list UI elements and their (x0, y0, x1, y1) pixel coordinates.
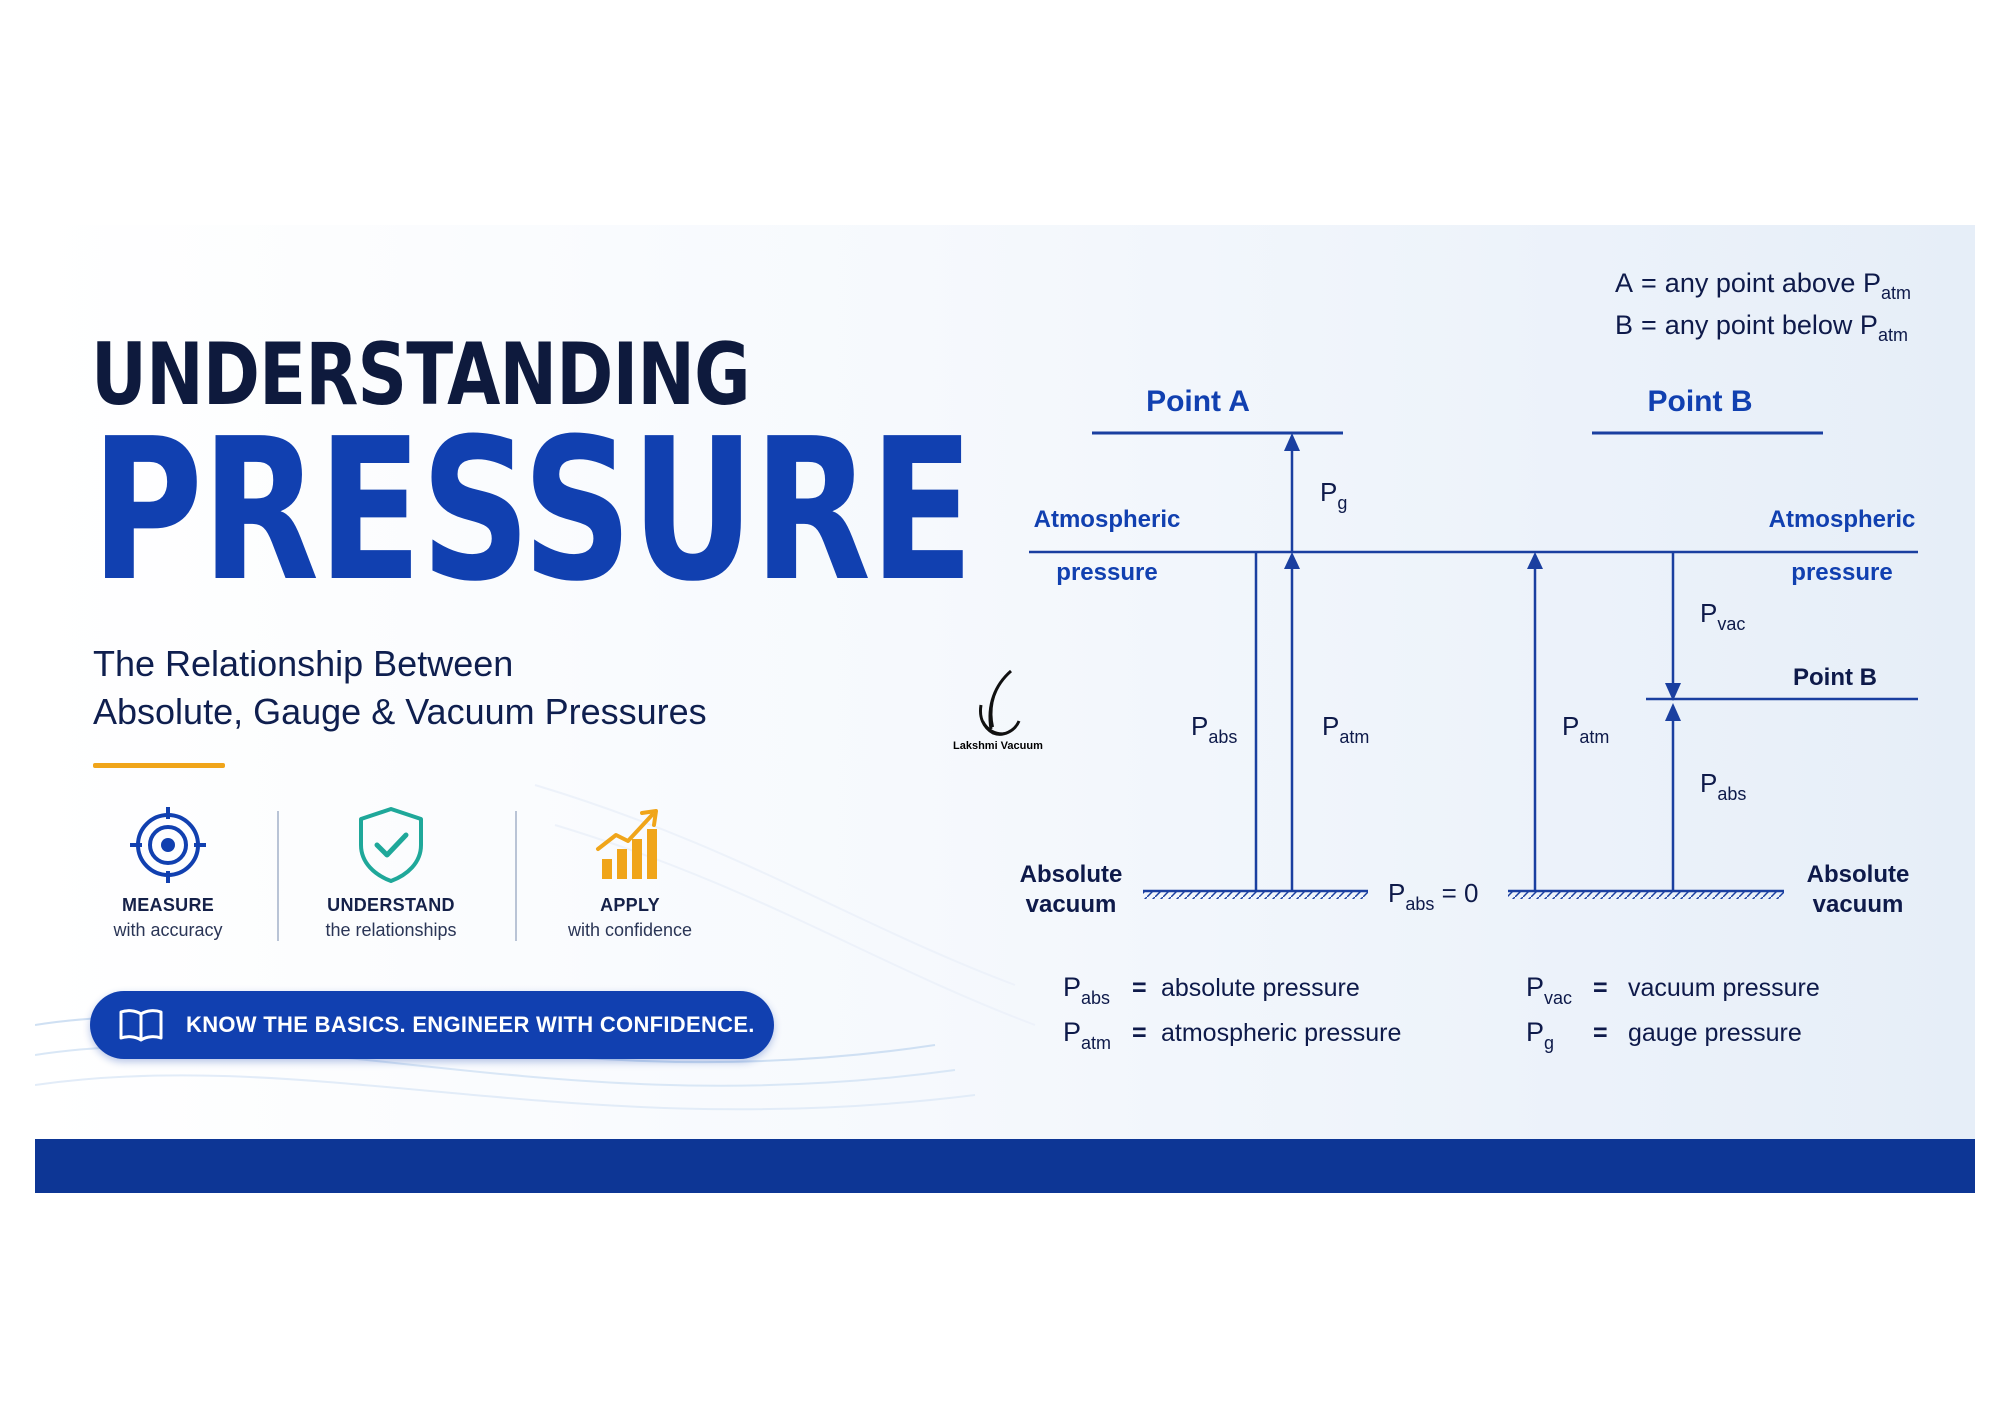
patm-left-label: Patm (1322, 711, 1369, 747)
abs-vac-left-line1: Absolute (1020, 861, 1123, 888)
atm-left-line2: pressure (1056, 559, 1157, 586)
legend-b: B=any point below Patm (1615, 310, 1908, 345)
atm-left-line1: Atmospheric (1034, 506, 1181, 533)
pg-label: Pg (1320, 477, 1347, 513)
cta-label: KNOW THE BASICS. ENGINEER WITH CONFIDENC… (186, 1012, 755, 1037)
pg-arrowhead (1284, 433, 1300, 451)
pvac-arrowhead (1665, 683, 1681, 701)
atm-right-line2: pressure (1791, 559, 1892, 586)
pabs-right-arrowhead (1665, 703, 1681, 721)
title-understanding: UNDERSTANDING (91, 325, 751, 425)
pressure-diagram: A=any point above Patm B=any point below… (1020, 268, 1918, 1053)
pabs-zero-label: Pabs = 0 (1388, 878, 1478, 914)
logo-text: Lakshmi Vacuum (953, 740, 1043, 752)
feature-title: APPLY (600, 895, 660, 915)
pabs-left-label: Pabs (1191, 711, 1237, 747)
bottom-bar (35, 1139, 1975, 1193)
pabs-right-label: Pabs (1700, 768, 1746, 804)
patm-right-label: Patm (1562, 711, 1609, 747)
abs-vacuum-hatch-right (1508, 891, 1784, 899)
def-pabs: Pabs=absolute pressure (1063, 972, 1360, 1008)
title-pressure: PRESSURE (91, 397, 974, 625)
feature-apply: APPLY with confidence (530, 805, 730, 941)
patm-left-arrowhead (1284, 552, 1300, 569)
banner: UNDERSTANDING PRESSURE The Relationship … (35, 225, 1975, 1193)
feature-title: UNDERSTAND (327, 895, 455, 915)
feature-subtitle: with accuracy (113, 920, 223, 940)
accent-rule (93, 763, 225, 768)
pvac-label: Pvac (1700, 598, 1745, 634)
open-book-icon (119, 1009, 163, 1042)
patm-right-arrowhead (1527, 552, 1543, 569)
divider (277, 811, 279, 941)
def-pg: Pg=gauge pressure (1526, 1017, 1802, 1053)
point-b-side-label: Point B (1793, 664, 1877, 691)
abs-vac-left-line2: vacuum (1026, 891, 1117, 918)
feature-understand: UNDERSTAND the relationships (291, 805, 491, 941)
atm-right-line1: Atmospheric (1769, 506, 1916, 533)
feature-title: MEASURE (121, 895, 215, 915)
subtitle-line-2: Absolute, Gauge & Vacuum Pressures (93, 691, 707, 732)
point-b-label: Point B (1648, 385, 1753, 418)
divider (515, 811, 517, 941)
def-patm: Patm=atmospheric pressure (1063, 1017, 1401, 1053)
abs-vac-right-line2: vacuum (1813, 891, 1904, 918)
bar-growth-icon (596, 809, 658, 879)
feature-measure: MEASURE with accuracy (68, 805, 268, 941)
legend-a: A=any point above Patm (1615, 268, 1911, 303)
subtitle-line-1: The Relationship Between (93, 643, 514, 684)
feature-subtitle: the relationships (325, 920, 457, 940)
shield-check-icon (359, 807, 423, 883)
point-a-label: Point A (1146, 385, 1250, 418)
cta-button[interactable]: KNOW THE BASICS. ENGINEER WITH CONFIDENC… (90, 991, 774, 1059)
target-icon (130, 807, 206, 883)
def-pvac: Pvac=vacuum pressure (1526, 972, 1820, 1008)
abs-vacuum-hatch-left (1143, 891, 1368, 899)
logo-mark (979, 669, 1021, 736)
abs-vac-right-line1: Absolute (1807, 861, 1910, 888)
feature-subtitle: with confidence (567, 920, 693, 940)
